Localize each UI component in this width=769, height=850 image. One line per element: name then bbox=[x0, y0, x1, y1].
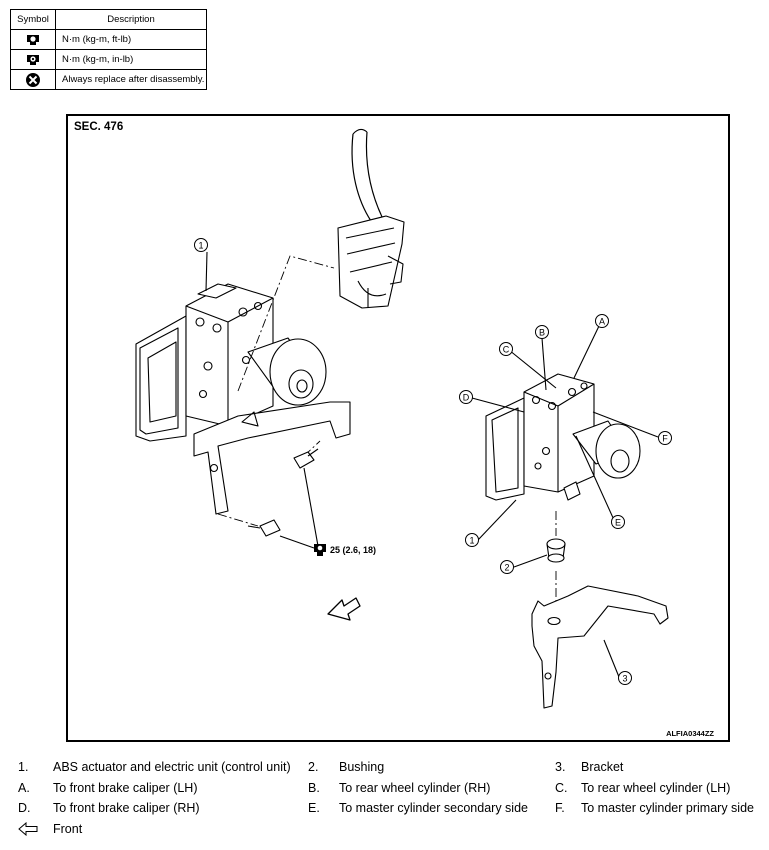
legend-key: 2. bbox=[308, 760, 319, 774]
svg-text:F: F bbox=[662, 434, 668, 444]
legend-text: To front brake caliper (RH) bbox=[53, 801, 200, 815]
legend-key: C. bbox=[555, 780, 568, 795]
symbol-table-header: Symbol Description bbox=[10, 9, 207, 30]
svg-text:E: E bbox=[615, 518, 621, 528]
bolt bbox=[247, 519, 281, 537]
callout-a: A bbox=[595, 314, 609, 328]
torque-wrench-icon bbox=[27, 34, 39, 45]
torque-wrench-small-icon bbox=[27, 54, 39, 65]
svg-text:D: D bbox=[463, 393, 470, 403]
legend-key: F. bbox=[555, 801, 565, 815]
legend-key: D. bbox=[18, 801, 31, 815]
abs-actuator-left bbox=[135, 283, 351, 515]
bolt bbox=[293, 448, 319, 469]
torque-spec: 25 (2.6, 18) bbox=[314, 544, 376, 556]
legend-text: To master cylinder primary side bbox=[581, 801, 754, 815]
legend-key: B. bbox=[308, 780, 320, 795]
abs-actuator-right bbox=[485, 373, 641, 501]
legend-row: D. To front brake caliper (RH) E. To mas… bbox=[18, 801, 763, 822]
legend-key: E. bbox=[308, 801, 320, 815]
svg-text:B: B bbox=[539, 328, 545, 338]
callout-1-right: 1 bbox=[465, 533, 479, 547]
symbol-row: Always replace after disassembly. bbox=[10, 69, 207, 90]
legend-text: Bracket bbox=[581, 760, 624, 774]
legend-key: 3. bbox=[555, 760, 566, 774]
diagram-frame: 1 A B C D E F bbox=[66, 114, 730, 742]
svg-text:2: 2 bbox=[504, 563, 509, 573]
callout-3: 3 bbox=[618, 671, 632, 685]
legend-text: To master cylinder secondary side bbox=[339, 801, 528, 815]
symbol-description: N·m (kg-m, ft-lb) bbox=[55, 29, 207, 50]
legend-text: To front brake caliper (LH) bbox=[53, 780, 198, 795]
description-column-header: Description bbox=[55, 9, 207, 30]
legend-text: To rear wheel cylinder (RH) bbox=[339, 780, 491, 795]
front-arrow-icon bbox=[18, 821, 38, 839]
front-label: Front bbox=[53, 821, 83, 836]
bushing bbox=[546, 538, 566, 563]
legend-key: 1. bbox=[18, 760, 29, 774]
callout-f: F bbox=[658, 431, 672, 445]
symbol-table: Symbol Description N·m (kg-m, ft-lb) N·m… bbox=[10, 9, 207, 90]
callout-d: D bbox=[459, 390, 473, 404]
legend-row: 1. ABS actuator and electric unit (contr… bbox=[18, 760, 763, 781]
callout-1-left: 1 bbox=[194, 238, 208, 252]
callout-e: E bbox=[611, 515, 625, 529]
parts-legend: 1. ABS actuator and electric unit (contr… bbox=[18, 760, 763, 842]
symbol-description: Always replace after disassembly. bbox=[55, 69, 207, 90]
callout-b: B bbox=[535, 325, 549, 339]
figure-id: ALFIA0344ZZ bbox=[666, 729, 714, 738]
symbol-description: N·m (kg-m, in-lb) bbox=[55, 49, 207, 70]
torque-label: 25 (2.6, 18) bbox=[330, 545, 376, 555]
symbol-row: N·m (kg-m, in-lb) bbox=[10, 49, 207, 70]
legend-text: ABS actuator and electric unit (control … bbox=[53, 760, 291, 774]
exploded-view-diagram: 1 A B C D E F bbox=[135, 128, 672, 709]
legend-row-front: Front bbox=[18, 821, 763, 843]
legend-text: To rear wheel cylinder (LH) bbox=[581, 780, 731, 795]
svg-text:1: 1 bbox=[469, 536, 474, 546]
svg-text:C: C bbox=[503, 345, 510, 355]
legend-row: A. To front brake caliper (LH) B. To rea… bbox=[18, 781, 763, 802]
legend-text: Bushing bbox=[339, 760, 385, 774]
svg-text:A: A bbox=[599, 317, 605, 327]
bracket bbox=[531, 585, 669, 709]
symbol-column-header: Symbol bbox=[10, 9, 56, 30]
legend-key: A. bbox=[18, 780, 30, 795]
svg-text:1: 1 bbox=[198, 241, 203, 251]
brake-tube-assembly bbox=[337, 128, 405, 309]
callout-2: 2 bbox=[500, 560, 514, 574]
always-replace-icon bbox=[26, 72, 40, 87]
section-label: SEC. 476 bbox=[74, 121, 124, 133]
symbol-row: N·m (kg-m, ft-lb) bbox=[10, 29, 207, 50]
callout-c: C bbox=[499, 342, 513, 356]
torque-wrench-icon bbox=[314, 544, 326, 556]
svg-text:3: 3 bbox=[622, 674, 627, 684]
